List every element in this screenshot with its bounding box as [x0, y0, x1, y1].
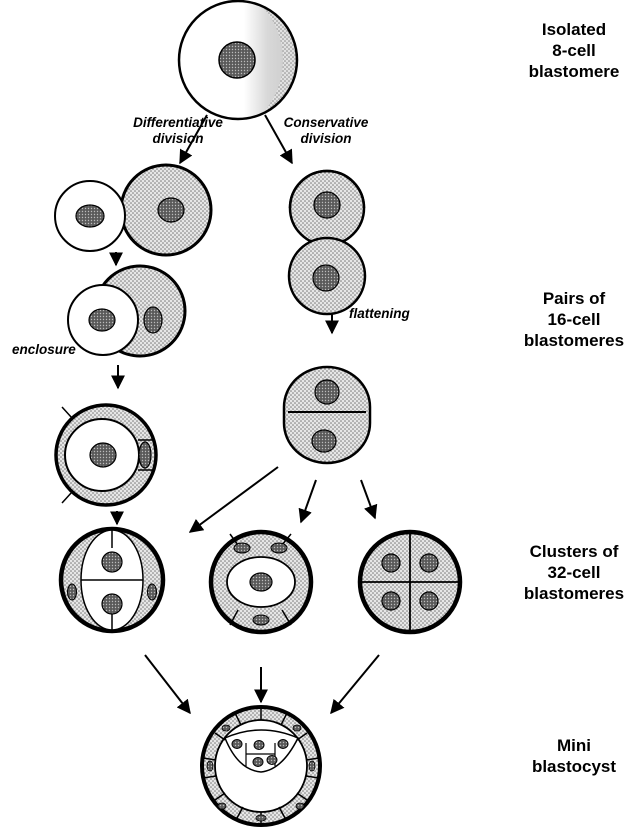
label-differentiative: Differentiative: [133, 115, 223, 130]
label-clusters-line3: blastomeres: [524, 584, 624, 603]
nucleus: [144, 307, 162, 333]
label-conservative: Conservative: [284, 115, 369, 130]
nucleus: [219, 42, 255, 78]
label-pairs-line1: Pairs of: [543, 289, 606, 308]
nucleus: [148, 584, 157, 600]
label-isolated-line1: Isolated: [542, 20, 606, 39]
nucleus: [420, 554, 438, 572]
nucleus: [139, 442, 151, 468]
enclosed-pair: [56, 405, 156, 505]
cluster-right: [360, 532, 460, 632]
nucleus: [207, 761, 213, 771]
nucleus: [90, 443, 116, 467]
nucleus: [420, 592, 438, 610]
nucleus: [315, 380, 339, 404]
nucleus: [76, 205, 104, 227]
label-pairs-line2: 16-cell: [548, 310, 601, 329]
flattened-pair: [284, 367, 370, 463]
label-mini-line1: Mini: [557, 736, 591, 755]
arrow-flat-to-mid-cluster: [301, 480, 316, 522]
label-clusters-line2: 32-cell: [548, 563, 601, 582]
nucleus: [253, 615, 269, 625]
nucleus: [89, 309, 115, 331]
mini-blastocyst: [202, 707, 320, 825]
nucleus: [218, 803, 226, 809]
cluster-middle: [211, 532, 311, 632]
nucleus: [232, 740, 242, 749]
label-mini-line2: blastocyst: [532, 757, 616, 776]
label-flattening: flattening: [349, 306, 410, 321]
nucleus: [256, 815, 266, 821]
nucleus: [102, 594, 122, 614]
nucleus: [267, 756, 277, 765]
label-clusters-line1: Clusters of: [530, 542, 619, 561]
nucleus: [382, 554, 400, 572]
conservative-pair: [289, 171, 365, 314]
nucleus: [250, 573, 272, 591]
nucleus: [253, 758, 263, 767]
nucleus: [254, 741, 264, 750]
label-pairs-line3: blastomeres: [524, 331, 624, 350]
nucleus: [158, 198, 184, 222]
isolated-blastomere: [179, 1, 297, 119]
nucleus: [296, 803, 304, 809]
label-conservative-division: division: [300, 131, 351, 146]
nucleus: [278, 740, 288, 749]
nucleus: [382, 592, 400, 610]
nucleus: [102, 552, 122, 572]
arrow-flat-to-right-cluster: [361, 480, 375, 518]
label-isolated-line3: blastomere: [529, 62, 620, 81]
nucleus: [222, 725, 230, 731]
arrow-flat-to-left-cluster: [190, 467, 278, 532]
cluster-left: [61, 529, 163, 631]
nucleus: [313, 265, 339, 291]
nucleus: [68, 584, 77, 600]
arrow-right-to-blastocyst: [331, 655, 379, 713]
nucleus: [309, 761, 315, 771]
nucleus: [314, 192, 340, 218]
label-isolated-line2: 8-cell: [552, 41, 595, 60]
nucleus: [234, 543, 250, 553]
nucleus: [293, 725, 301, 731]
differentiative-pair: [55, 165, 211, 255]
arrow-left-to-blastocyst: [145, 655, 190, 713]
overlapping-pair: [68, 266, 185, 356]
nucleus: [271, 543, 287, 553]
nucleus: [312, 430, 336, 452]
label-enclosure: enclosure: [12, 342, 76, 357]
